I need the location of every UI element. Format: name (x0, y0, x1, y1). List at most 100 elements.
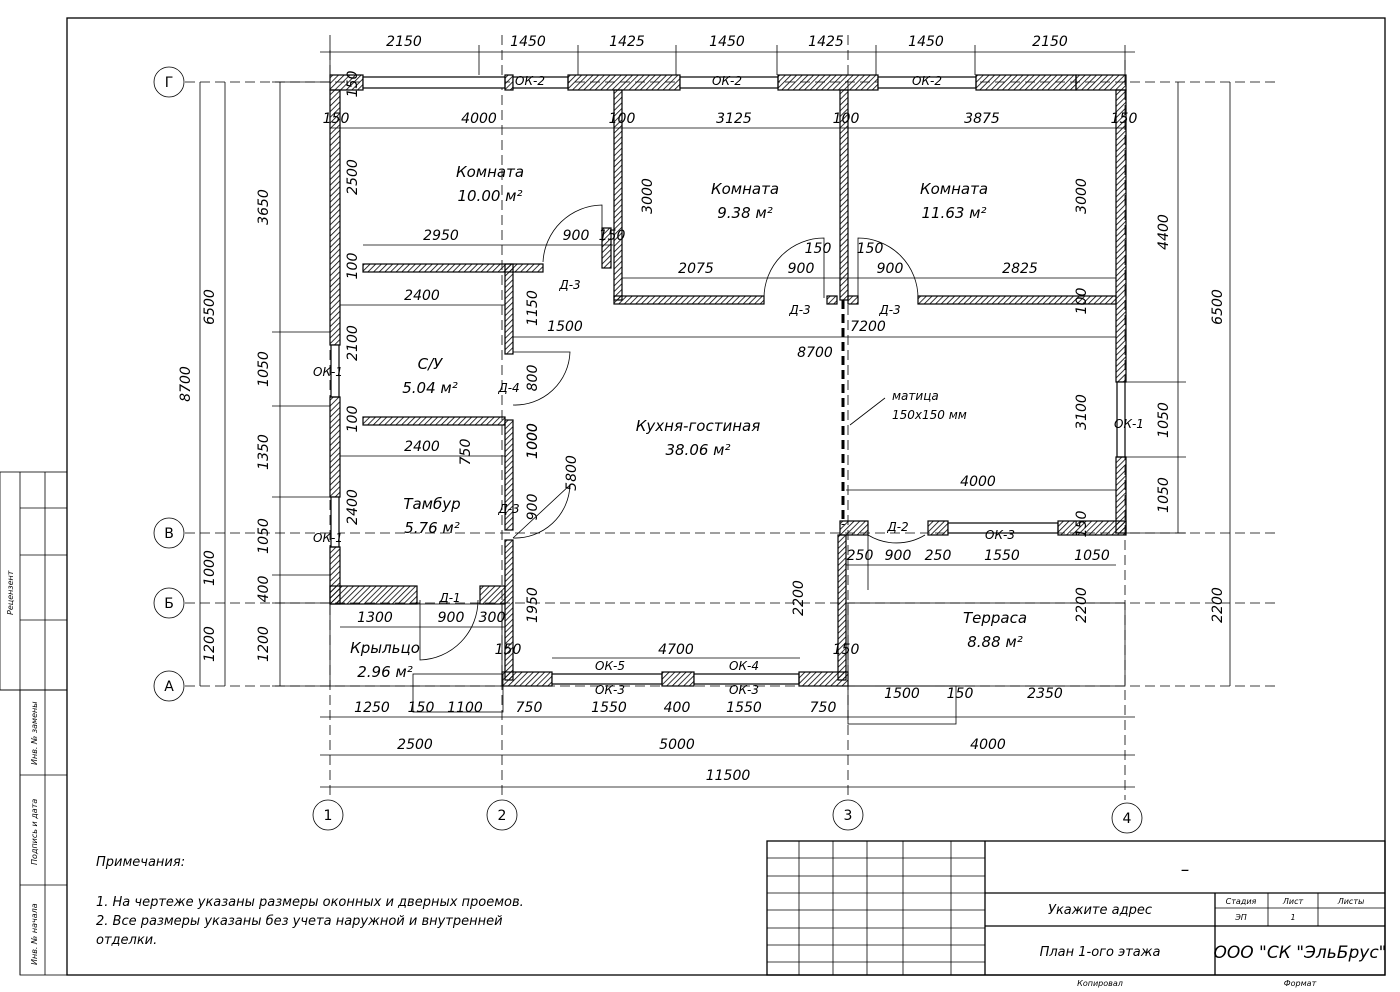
top-dimension-chain: 2150 1450 1425 1450 1425 1450 2150 (320, 34, 1135, 75)
dim-v-15: 150 (1074, 511, 1090, 538)
top-dim-4: 1450 (709, 34, 745, 50)
axis-label-4: 4 (1123, 811, 1132, 827)
dim-r3-11: 4700 (658, 642, 694, 658)
left-dim-6: 6500 (202, 289, 218, 325)
dim-r1-3: 2075 (678, 261, 714, 277)
dim-v-7: 1150 (525, 290, 541, 326)
room-7-name: Крыльцо (350, 639, 420, 657)
axis-label-b: Б (164, 596, 174, 612)
bottom-dim-1-2: 1100 (447, 700, 483, 716)
inner-dimension-texts: 150 4000 100 3125 100 3875 150 2950 900 … (323, 71, 1138, 658)
dim-r2-0: 2400 (404, 288, 440, 304)
dim-ra-3: 3125 (716, 111, 752, 127)
dim-r2-5: 750 (458, 439, 474, 466)
room-1-name: Комната (456, 163, 524, 181)
bottom-dim-1-3: 750 (516, 700, 543, 716)
dim-r2-7: 4000 (960, 474, 996, 490)
room-7-area: 2.96 м² (357, 663, 413, 681)
left-dim-8: 1000 (202, 550, 218, 586)
tb-sheet-value: 1 (1290, 913, 1295, 922)
window-ok2-2: ОК-2 (712, 74, 742, 88)
left-dim-9: 1200 (202, 626, 218, 662)
bottom-dim-1-6: 1550 (726, 700, 762, 716)
left-dim-1: 1050 (256, 351, 272, 387)
bottom-dim-1-0: 1250 (354, 700, 390, 716)
tb-sheets-label: Листы (1337, 897, 1365, 906)
notes-line-2: 2. Все размеры указаны без учета наружно… (96, 914, 503, 929)
dim-r3-4: 1050 (1074, 548, 1110, 564)
bottom-dim-total: 11500 (706, 768, 751, 784)
left-dim-0: 3650 (256, 189, 272, 225)
dim-r1-7: 900 (877, 261, 904, 277)
dim-v-11: 5800 (564, 455, 580, 491)
window-labels: ОК-2 ОК-2 ОК-2 ОК-1 ОК-1 ОК-1 ОК-3 ОК-5 … (313, 74, 1144, 697)
dim-v-9: 1000 (525, 423, 541, 459)
axis-number-bubbles: 1 2 3 4 (312, 799, 1143, 834)
dim-ra-2: 100 (609, 111, 636, 127)
right-dimension-chains: 4400 1050 1050 6500 2200 (1126, 82, 1231, 686)
dim-r1-0: 2950 (423, 228, 459, 244)
left-dim-2: 1350 (256, 434, 272, 470)
dim-v-12: 3000 (1074, 178, 1090, 214)
window-ok3-terrace: ОК-3 (985, 528, 1015, 542)
left-dim-3: 1050 (256, 518, 272, 554)
dim-ra-0: 150 (323, 111, 350, 127)
room-8-area: 8.88 м² (967, 633, 1023, 651)
dim-ra-5: 3875 (964, 111, 1000, 127)
bottom-dim-1-10: 2350 (1027, 686, 1063, 702)
notes-line-1: 1. На чертеже указаны размеры оконных и … (96, 895, 524, 910)
dim-r3-6: 900 (438, 610, 465, 626)
left-dim-7: 8700 (178, 366, 194, 402)
tb-dash: – (1181, 860, 1190, 880)
door-d3-2: Д-3 (788, 303, 810, 317)
top-dim-7: 2150 (1032, 34, 1068, 50)
dim-v-14: 3100 (1074, 394, 1090, 430)
bottom-dim-1-4: 1550 (591, 700, 627, 716)
left-dim-4: 400 (256, 576, 272, 603)
stamp-orig-inv: Инв. № начала (30, 903, 39, 965)
dim-r3-3: 1550 (984, 548, 1020, 564)
dim-ra-4: 100 (833, 111, 860, 127)
axis-label-2: 2 (498, 808, 507, 824)
bottom-dim-1-5: 400 (664, 700, 691, 716)
bottom-dim-2-2: 4000 (970, 737, 1006, 753)
dim-r3-2: 250 (925, 548, 952, 564)
room-3-name: Комната (920, 180, 988, 198)
right-dim-0: 4400 (1156, 214, 1172, 250)
top-dim-1: 2150 (386, 34, 422, 50)
room-2-area: 9.38 м² (717, 204, 773, 222)
door-d3-4: Д-3 (497, 502, 519, 516)
tb-sheet-title: План 1-ого этажа (1040, 945, 1161, 960)
room-2-name: Комната (711, 180, 779, 198)
sheet-frame (66, 17, 1386, 976)
right-dim-3: 6500 (1210, 289, 1226, 325)
dim-r3-9: 2200 (791, 580, 807, 616)
axis-label-3: 3 (844, 808, 853, 824)
room-8-name: Терраса (963, 609, 1027, 627)
exterior-walls (329, 74, 1127, 687)
beam-label-2: 150x150 мм (892, 408, 967, 422)
stamp-reviewer: Рецензент (6, 570, 15, 615)
notes: Примечания: 1. На чертеже указаны размер… (96, 855, 524, 948)
dim-v-13: 100 (1074, 288, 1090, 315)
tb-sheet-label: Лист (1282, 897, 1304, 906)
room-6-name: Тамбур (403, 495, 460, 513)
dim-ra-1: 4000 (461, 111, 497, 127)
dim-r3-5: 1300 (357, 610, 393, 626)
dim-r1-6: 150 (857, 241, 884, 257)
dim-r2-3: 8700 (797, 345, 833, 361)
left-dimension-chains: 3650 1050 1350 1050 400 1200 6500 8700 1… (178, 81, 330, 687)
tb-address: Укажите адрес (1048, 903, 1152, 918)
dim-v-6: 3000 (640, 178, 656, 214)
top-dim-5: 1425 (808, 34, 844, 50)
dim-r3-8: 1950 (525, 587, 541, 623)
right-dim-4: 2200 (1210, 587, 1226, 623)
axis-label-g: Г (165, 75, 174, 91)
dim-v-5: 2400 (345, 489, 361, 525)
door-swings (419, 204, 926, 661)
window-ok3-bottom-2: ОК-3 (729, 683, 759, 697)
dim-r1-2: 150 (599, 228, 626, 244)
interior-walls (362, 89, 1117, 681)
dim-r2-4: 2400 (404, 439, 440, 455)
